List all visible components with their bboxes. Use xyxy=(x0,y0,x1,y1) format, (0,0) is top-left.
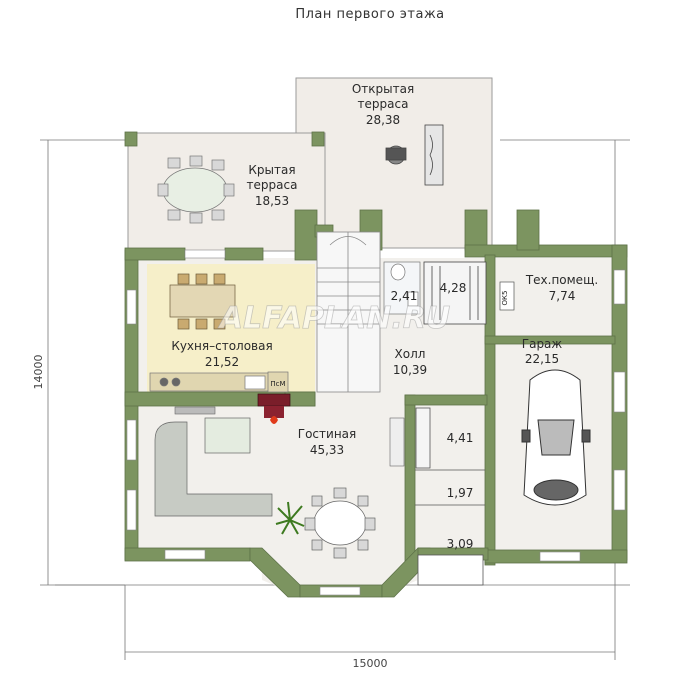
storage-3-area: 3,09 xyxy=(447,537,474,551)
hall-label: Холл xyxy=(395,347,426,361)
open-terrace-furniture xyxy=(385,124,444,186)
staircase xyxy=(316,231,381,393)
plant xyxy=(275,501,305,535)
kitchen-label: Кухня–столовая xyxy=(171,339,272,353)
open-terrace-area: 28,38 xyxy=(366,113,400,127)
covered-terrace-label-2: терраса xyxy=(247,178,298,192)
open-terrace-label-1: Открытая xyxy=(352,82,414,96)
boiler-label: ОК5 xyxy=(501,291,509,306)
covered-terrace-label-1: Крытая xyxy=(248,163,295,177)
width-dimension: 15000 xyxy=(353,657,388,670)
boiler-unit xyxy=(499,281,515,311)
bay-dining-table xyxy=(304,487,376,559)
closet-area: 4,28 xyxy=(440,281,467,295)
closet-shelves xyxy=(423,261,487,325)
kitchen-area: 21,52 xyxy=(205,355,239,369)
storage-partitions xyxy=(415,407,485,586)
windows xyxy=(126,249,626,596)
storage-2-area: 1,97 xyxy=(447,486,474,500)
terrace-dining-table xyxy=(157,155,235,224)
garage-area: 22,15 xyxy=(525,352,559,366)
open-terrace-label-2: терраса xyxy=(358,97,409,111)
watermark: ALFAPLAN.RU xyxy=(218,301,450,336)
garage-car xyxy=(521,369,591,506)
covered-terrace-area: 18,53 xyxy=(255,194,289,208)
tech-room-label: Тех.помещ. xyxy=(525,273,598,287)
kitchen-dining-set xyxy=(169,273,236,330)
plan-title: План первого этажа xyxy=(295,7,444,22)
dishwasher-label: ПсМ xyxy=(270,380,285,388)
storage-1-area: 4,41 xyxy=(447,431,474,445)
kitchen-counter xyxy=(149,371,289,393)
wc-area: 2,41 xyxy=(391,289,418,303)
tech-room-area: 7,74 xyxy=(549,289,576,303)
tv-unit xyxy=(174,406,405,467)
wc-fixtures xyxy=(383,261,421,315)
fireplace xyxy=(257,393,291,424)
height-dimension: 14000 xyxy=(32,355,45,390)
garage-label: Гараж xyxy=(522,337,563,351)
living-label: Гостиная xyxy=(298,427,356,441)
room-labels: Открытая терраса 28,38 Крытая терраса 18… xyxy=(171,82,598,551)
living-sofa xyxy=(154,417,273,517)
hall-area: 10,39 xyxy=(393,363,427,377)
living-area: 45,33 xyxy=(310,443,344,457)
